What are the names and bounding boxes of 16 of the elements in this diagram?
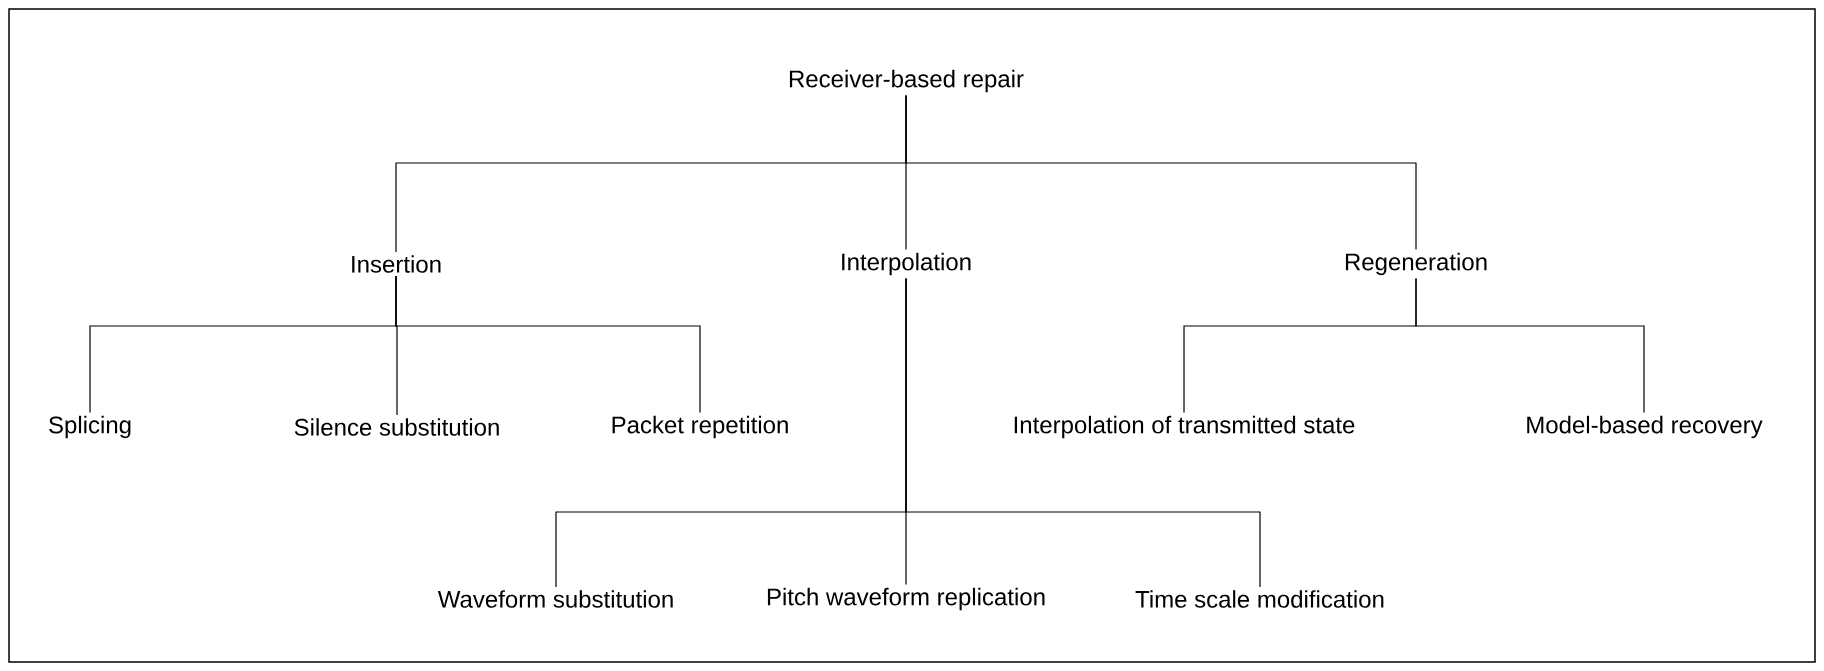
tree-node-text: Time scale modification bbox=[1135, 590, 1384, 608]
connector-line bbox=[905, 94, 1417, 251]
tree-node-text: Splicing bbox=[49, 415, 131, 439]
tree-node-text: Pitch waveform replication bbox=[767, 587, 1045, 611]
tree-node-text: Regeneration bbox=[1345, 252, 1487, 276]
connector-line bbox=[395, 275, 701, 414]
tree-node-text: Silence substitution bbox=[294, 418, 499, 436]
tree-node-text: Interpolation of transmitted state bbox=[1014, 415, 1355, 439]
connector-line bbox=[905, 277, 1261, 588]
tree-node-text: Model-based recovery bbox=[1527, 415, 1763, 439]
tree-node-text: Insertion bbox=[352, 255, 441, 273]
connector-line bbox=[1415, 277, 1645, 414]
tree-node-text: Receiver-based repair bbox=[789, 69, 1024, 93]
tree-node-text: Waveform substitution bbox=[437, 590, 673, 608]
tree-node-text: Packet repetition bbox=[612, 415, 788, 439]
tree-node-text: Interpolation bbox=[842, 252, 971, 276]
